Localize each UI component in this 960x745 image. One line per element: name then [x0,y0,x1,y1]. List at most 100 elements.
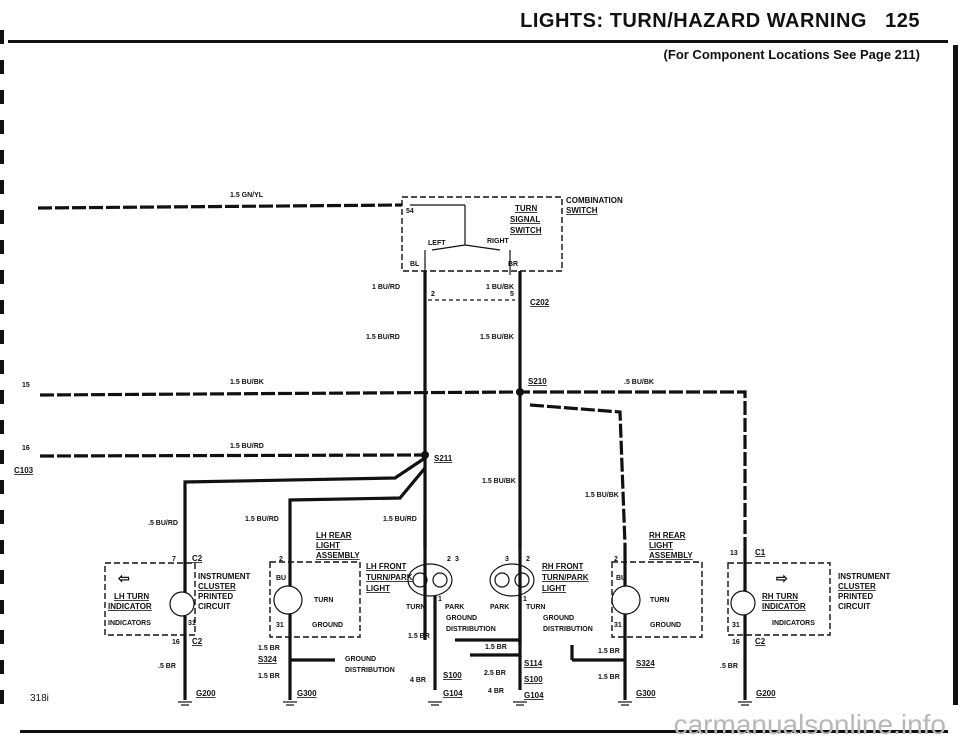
splice-s211-dot [421,451,429,459]
splice-s210-dot [516,388,524,396]
rh-instr-instrument: INSTRUMENT [838,572,891,581]
lh-instr-g200: G200 [196,689,216,698]
splice-s210: S210 [528,377,547,386]
rh-instr-pin-16: 16 [732,639,740,646]
lh-rear-bu: BU [276,575,286,582]
lh-rear-wire-15br-b: 1.5 BR [258,673,280,680]
rh-rear-label-3: ASSEMBLY [649,551,693,560]
center-wire-25br: 2.5 BR [484,670,506,677]
lh-front-wire-4br: 4 BR [410,677,426,684]
lh-instr-lh-turn: LH TURN [114,592,149,601]
lh-front-label-2: TURN/PARK [366,573,413,582]
turn-switch-label-2: SIGNAL [510,215,540,224]
wire-label-bu-bk-left: 1.5 BU/BK [230,379,264,386]
ground-symbols [178,701,752,706]
switch-pin-54: 54 [406,208,414,215]
page-subtitle: (For Component Locations See Page 211) [663,47,920,62]
lh-rear-pin-31: 31 [276,622,284,629]
center-wire-4br: 4 BR [488,688,504,695]
rh-instr-cluster: CLUSTER [838,582,876,591]
lh-instr-printed: PRINTED [198,592,233,601]
rh-instr-pin-13: 13 [730,550,738,557]
binding-edge-marks [0,0,6,745]
bottom-rule [20,730,948,733]
lh-instr-pin-16: 16 [172,639,180,646]
rh-instr-pin-31: 31 [732,622,740,629]
rh-front-pin-3: 3 [505,556,509,563]
rh-rear-light: RH REAR LIGHT ASSEMBLY 2 BU TURN 31 GROU… [543,531,703,700]
wire-label-bu-bk-right: 1.5 BU/BK [585,492,619,499]
lh-front-pin-2: 2 [447,556,451,563]
rh-front-park: PARK [490,604,509,611]
lh-front-pin-3: 3 [455,556,459,563]
rh-instrument-cluster: 13 C1 ⇨ RH TURN INDICATOR INSTRUMENT CLU… [720,545,891,700]
lh-instr-pin-7: 7 [172,556,176,563]
turn-switch-label-1: TURN [515,204,537,213]
lh-rear-ground: GROUND [312,622,343,629]
rh-rear-bu: BU [616,575,626,582]
lh-front-light: LH FRONT TURN/PARK LIGHT 2 3 1 TURN PARK… [366,556,464,698]
rh-instr-c1: C1 [755,548,766,557]
lh-front-turn: TURN [406,604,425,611]
connector-c202: C202 [530,298,550,307]
rh-rear-pin-31: 31 [614,622,622,629]
center-gd-1: GROUND [446,615,477,622]
wire-label-bu-rd-15: 1.5 BU/RD [366,334,400,341]
rh-rear-ground: GROUND [650,622,681,629]
lh-front-label-3: LIGHT [366,584,390,593]
center-s100: S100 [524,675,543,684]
pin-16: 16 [22,445,30,452]
rh-front-pin-2: 2 [526,556,530,563]
center-s114: S114 [524,659,543,668]
lh-rear-label-2: LIGHT [316,541,340,550]
rh-front-label-2: TURN/PARK [542,573,589,582]
rh-arrow-icon: ⇨ [776,570,788,586]
page-title: LIGHTS: TURN/HAZARD WARNING 125 [520,10,920,33]
combination-label-2: SWITCH [566,206,598,215]
lh-rear-label-1: LH REAR [316,531,352,540]
splice-s211: S211 [434,454,453,463]
lh-instr-c2-b: C2 [192,637,203,646]
rh-instr-indicator: INDICATOR [762,602,806,611]
lh-instr-instrument: INSTRUMENT [198,572,251,581]
rh-instr-g200: G200 [756,689,776,698]
rh-rear-s324: S324 [636,659,655,668]
wire-label-top: 1.5 GN/YL [230,192,264,199]
rh-front-light: 3 2 1 RH FRONT TURN/PARK LIGHT PARK TURN [489,556,589,690]
rh-rear-g300: G300 [636,689,656,698]
rh-instr-wire-05br: .5 BR [720,663,738,670]
connector-pin-2: 2 [431,291,435,298]
rh-rear-label-1: RH REAR [649,531,686,540]
page-title-text: LIGHTS: TURN/HAZARD WARNING [520,10,867,32]
lh-instrument-cluster: 7 C2 INSTRUMENT CLUSTER PRINTED CIRCUIT … [104,545,251,700]
lh-instr-cluster: CLUSTER [198,582,236,591]
connector-pin-5: 5 [510,291,514,298]
lh-front-label-1: LH FRONT [366,562,407,571]
rh-instr-printed: PRINTED [838,592,873,601]
center-wire-15br: 1.5 BR [485,644,507,651]
combination-switch: 54 TURN SIGNAL SWITCH LEFT RIGHT BL BR C… [401,196,623,275]
switch-right-label: RIGHT [487,238,510,245]
combination-label-1: COMBINATION [566,196,623,205]
lh-front-wire-15br: 1.5 BR [408,633,430,640]
rh-instr-c2: C2 [755,637,766,646]
lh-front-g104: G104 [443,689,463,698]
lh-instr-indicators: INDICATORS [108,620,151,627]
wire-label-bu-bk-15: 1.5 BU/BK [480,334,514,341]
center-gd-2: DISTRIBUTION [446,626,496,633]
lh-front-pin-1: 1 [438,596,442,603]
rh-rear-gd-2: DISTRIBUTION [543,626,593,633]
wire-label-bu-rd-lhrear: 1.5 BU/RD [245,516,279,523]
right-edge-bar [953,45,958,705]
center-ground-distribution: GROUND DISTRIBUTION 1.5 BR 2.5 BR S114 S… [446,615,544,700]
connector-c103: C103 [14,466,34,475]
lh-arrow-icon: ⇦ [117,570,130,586]
lh-instr-circuit: CIRCUIT [198,602,231,611]
turn-switch-label-3: SWITCH [510,226,542,235]
lh-rear-s324: S324 [258,655,277,664]
lh-instr-pin-31: 31 [188,620,196,627]
lh-front-s100: S100 [443,671,462,680]
lh-instr-indicator: INDICATOR [108,602,152,611]
